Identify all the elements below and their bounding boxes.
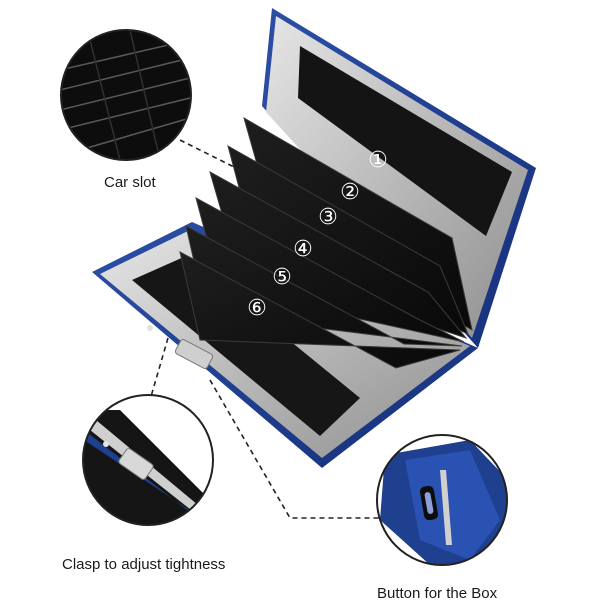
- lid-inner-panel: [298, 46, 512, 236]
- leader-slot: [179, 139, 241, 171]
- slot-number-5: ⑤: [272, 265, 292, 290]
- slot-numbers: ① ② ③ ④ ⑤ ⑥: [247, 148, 388, 321]
- case-lid: [262, 8, 536, 348]
- card-slots: [179, 116, 473, 369]
- clasp-detail-icon: [82, 394, 214, 526]
- leader-clasp: [149, 337, 169, 401]
- button-caption: Button for the Box: [377, 585, 498, 602]
- card-slot-detail-icon: [60, 29, 192, 161]
- slot-6: [179, 251, 461, 369]
- base-inner-panel: [132, 256, 360, 436]
- slot-number-2: ②: [340, 180, 360, 205]
- leader-button: [209, 379, 380, 519]
- clasp: [147, 325, 214, 369]
- card-slot-caption: Car slot: [104, 174, 156, 191]
- slot-number-4: ④: [293, 237, 313, 262]
- slot-number-3: ③: [318, 205, 338, 230]
- slot-number-6: ⑥: [247, 296, 267, 321]
- slot-number-1: ①: [368, 148, 388, 173]
- leader-lines: [149, 139, 380, 519]
- clasp-caption: Clasp to adjust tightness: [62, 556, 226, 573]
- button-detail-icon: [376, 434, 508, 566]
